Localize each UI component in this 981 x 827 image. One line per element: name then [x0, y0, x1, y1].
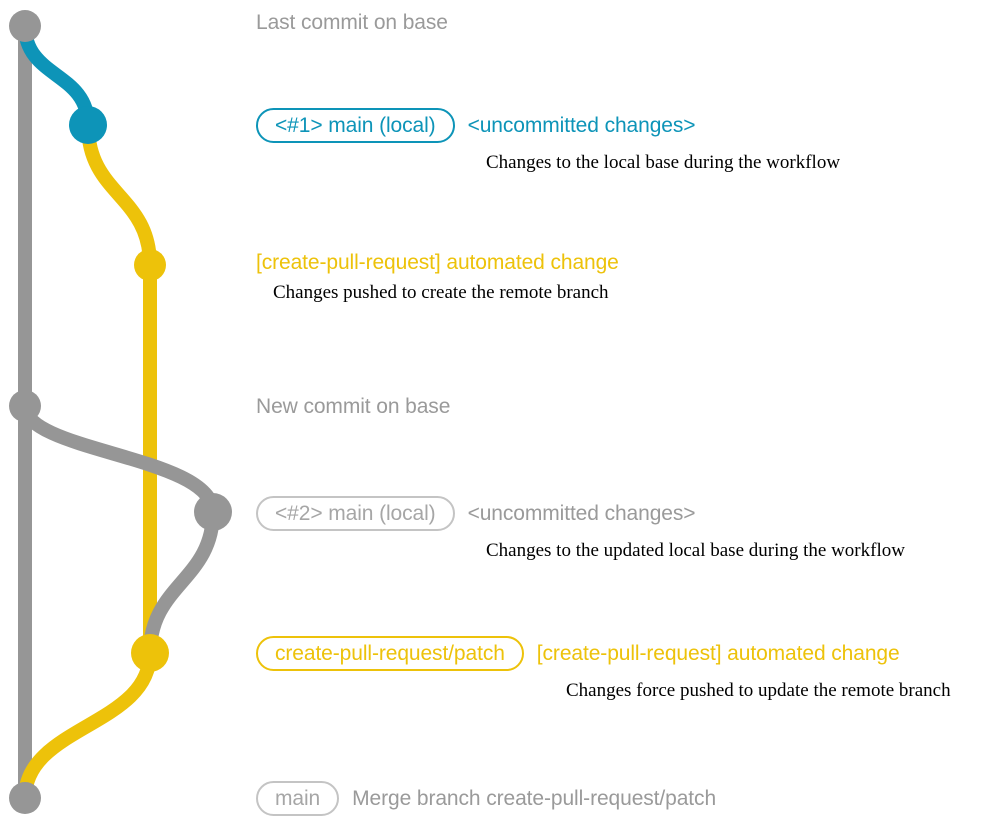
commit-node-new-commit-on-base[interactable]: [9, 390, 41, 422]
branch-pill-local-2[interactable]: <#2> main (local): [256, 496, 455, 531]
edge-remote-2-to-merge: [18, 646, 157, 805]
edge-base-to-local-2: [18, 399, 220, 519]
commit-row-local-2: <#2> main (local) <uncommitted changes> …: [0, 496, 981, 560]
branch-pill-create-pull-request-patch[interactable]: create-pull-request/patch: [256, 636, 524, 671]
commit-node-last-commit-on-base[interactable]: [9, 10, 41, 42]
commit-note: Changes force pushed to update the remot…: [566, 680, 951, 701]
commit-row-last-commit-on-base: Last commit on base: [0, 12, 981, 33]
commit-row-merge: main Merge branch create-pull-request/pa…: [0, 781, 981, 816]
edge-local-1-to-remote-1: [81, 118, 157, 272]
commit-subject: Merge branch create-pull-request/patch: [352, 787, 717, 810]
commit-subject: <uncommitted changes>: [467, 502, 696, 525]
commit-subject: Last commit on base: [256, 11, 448, 34]
commit-node-remote-2[interactable]: [131, 634, 169, 672]
branch-pill-local-1[interactable]: <#1> main (local): [256, 108, 455, 143]
commit-subject: <uncommitted changes>: [467, 114, 696, 137]
commit-node-merge[interactable]: [9, 782, 41, 814]
commit-note: Changes to the updated local base during…: [486, 540, 905, 561]
commit-node-local-2[interactable]: [194, 493, 232, 531]
edge-local-2-to-remote-2: [143, 505, 220, 660]
branch-pill-main[interactable]: main: [256, 781, 340, 816]
commit-subject: New commit on base: [256, 395, 451, 418]
commit-row-remote-2: create-pull-request/patch [create-pull-r…: [0, 636, 981, 700]
commit-note: Changes pushed to create the remote bran…: [273, 282, 609, 303]
commit-subject: [create-pull-request] automated change: [256, 251, 619, 274]
commit-row-new-commit-on-base: New commit on base: [0, 396, 981, 417]
commit-row-local-1: <#1> main (local) <uncommitted changes> …: [0, 108, 981, 172]
commit-subject: [create-pull-request] automated change: [536, 642, 900, 665]
commit-node-local-1[interactable]: [69, 106, 107, 144]
commit-row-remote-1: [create-pull-request] automated change C…: [0, 252, 981, 302]
commit-node-remote-1[interactable]: [134, 249, 166, 281]
commit-note: Changes to the local base during the wor…: [486, 152, 841, 173]
